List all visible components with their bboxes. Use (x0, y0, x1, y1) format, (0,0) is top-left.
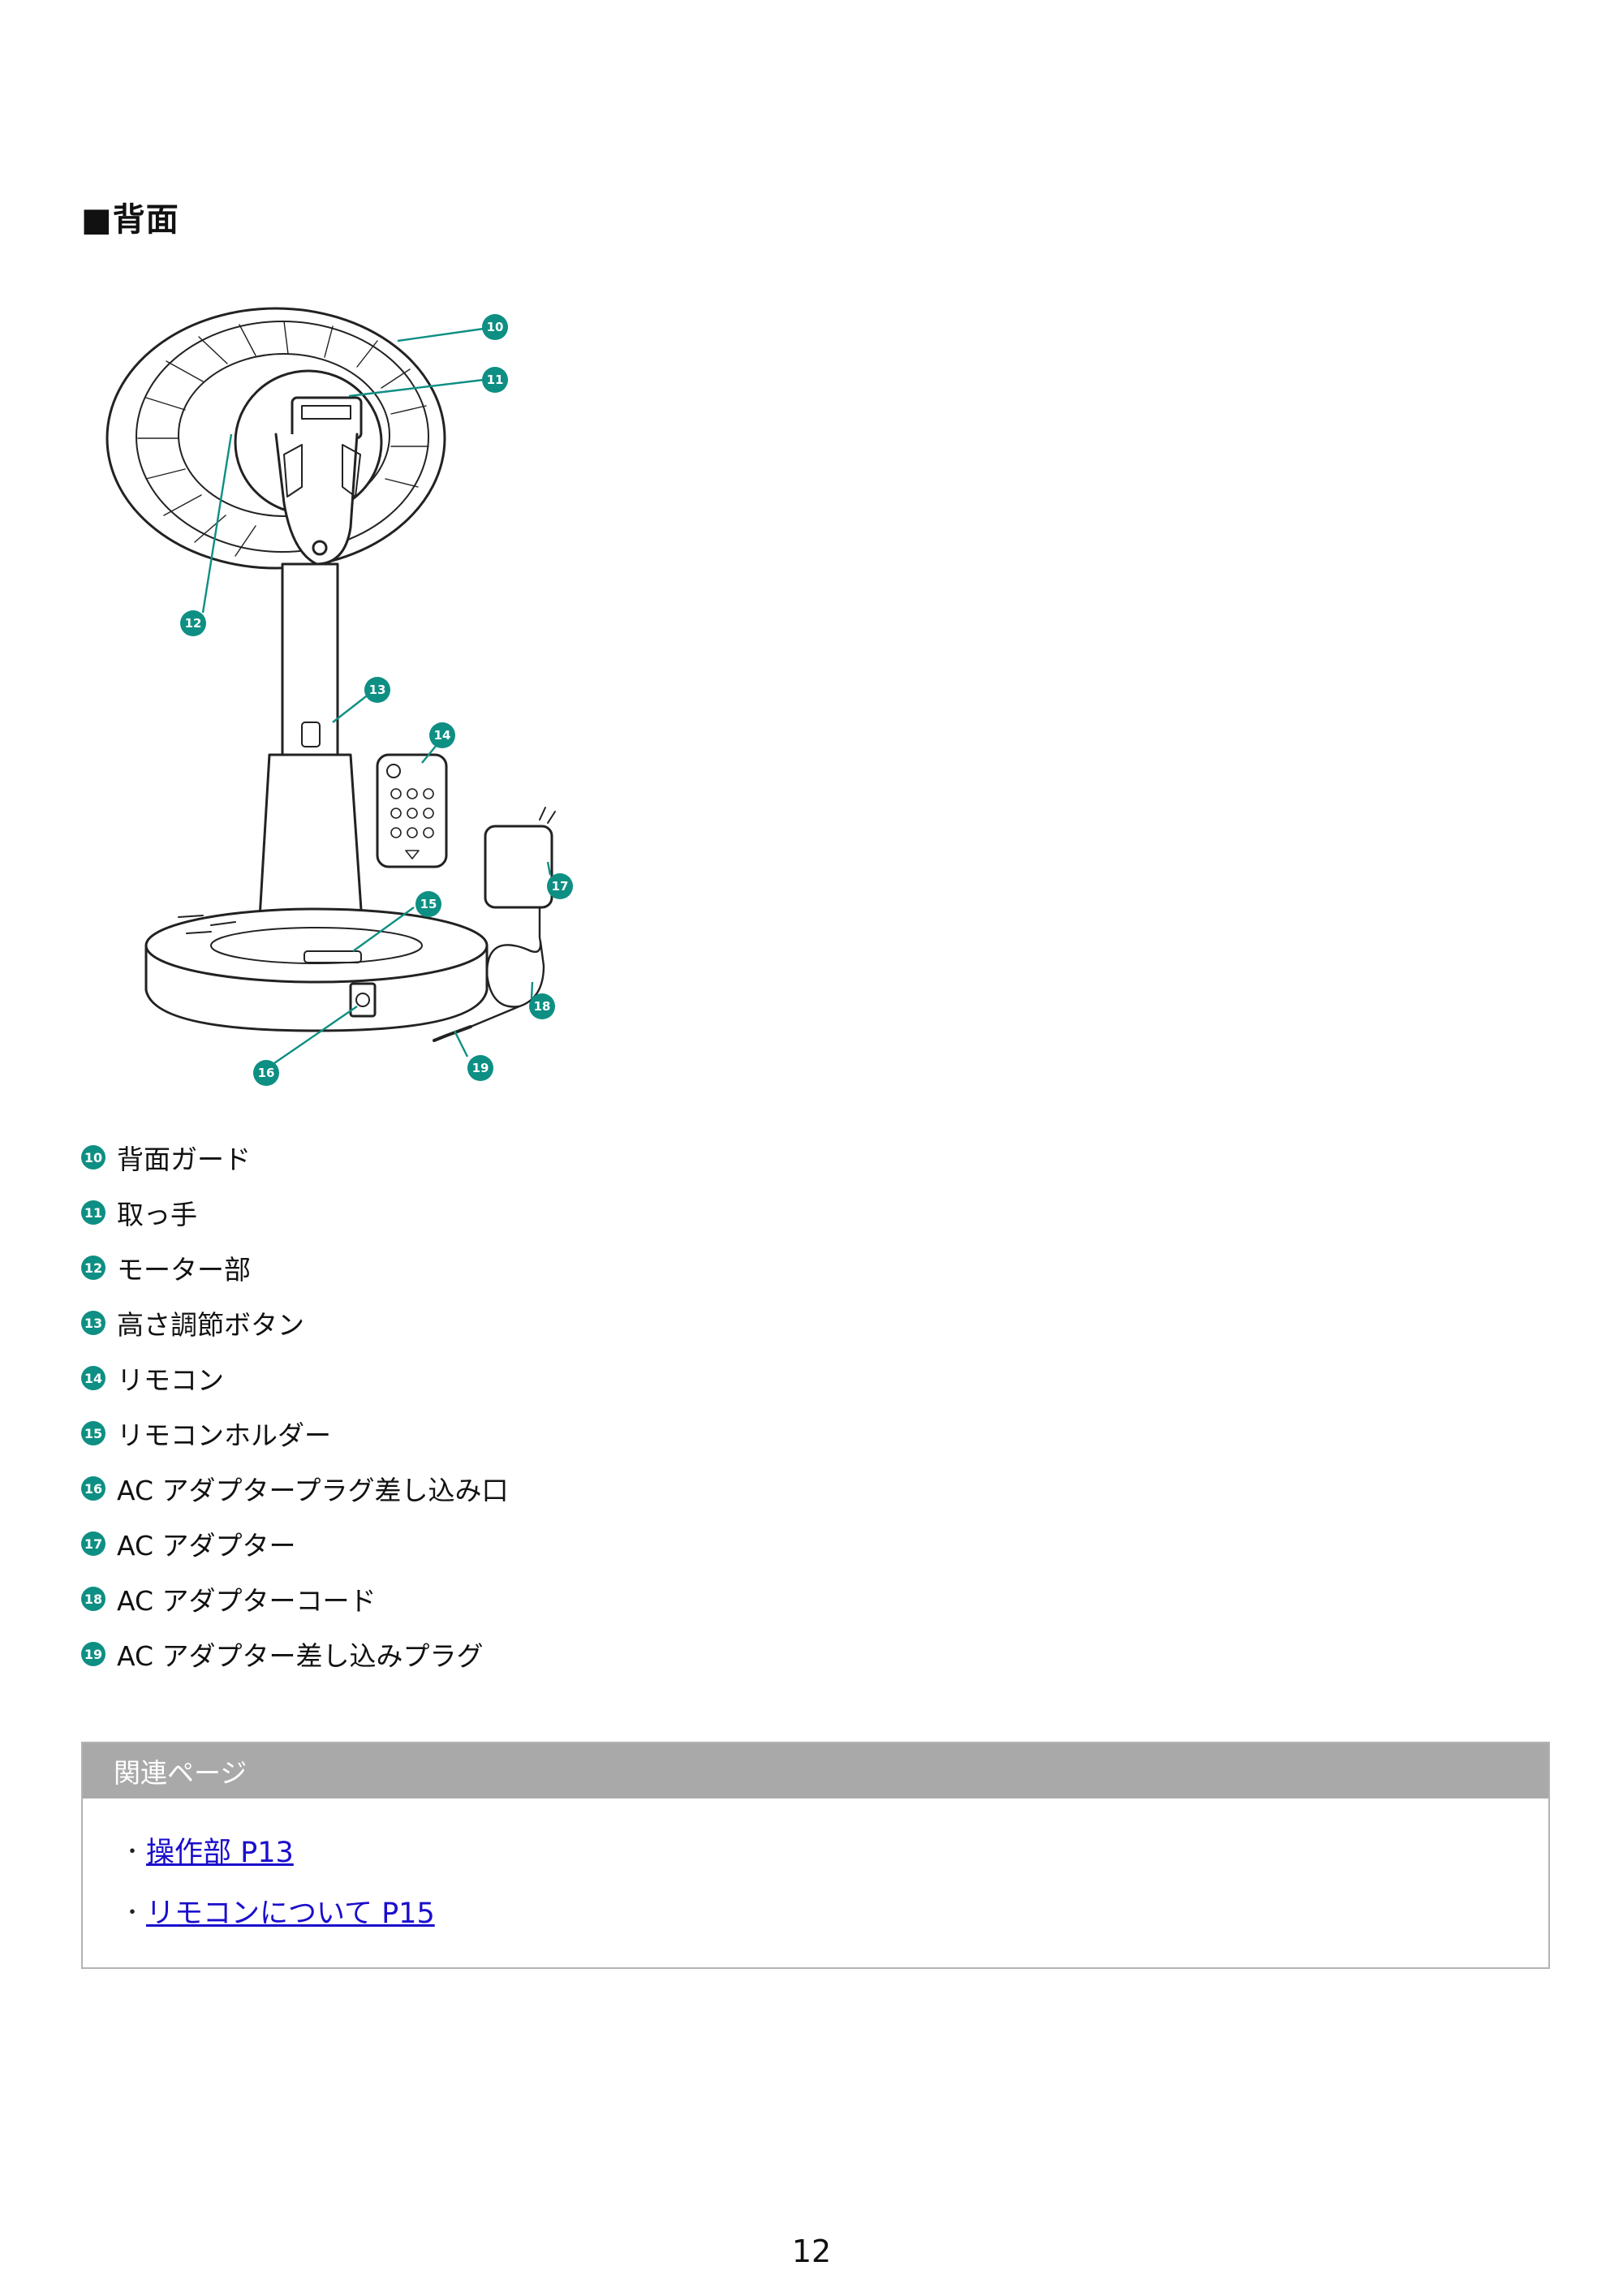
part-label: 取っ手 (117, 1199, 197, 1230)
callout-13: 13 (369, 683, 386, 697)
adapter-plug-port (349, 982, 377, 1018)
callout-11: 11 (487, 373, 504, 387)
part-label: 高さ調節ボタン (117, 1309, 304, 1341)
link-operation-panel[interactable]: 操作部 P13 (146, 1837, 294, 1869)
number-badge: 18 (81, 1587, 105, 1611)
bullet-icon: ・ (122, 1840, 144, 1864)
height-adjust-button (301, 722, 321, 747)
part-label: AC アダプターコード (117, 1585, 377, 1617)
callout-12: 12 (185, 616, 202, 631)
number-badge: 19 (81, 1642, 105, 1666)
list-item: 13 高さ調節ボタン (81, 1295, 509, 1350)
related-pages-box: 関連ページ ・操作部 P13 ・リモコンについて P15 (81, 1742, 1550, 1969)
callout-16: 16 (258, 1066, 275, 1080)
number-badge: 15 (81, 1421, 105, 1445)
ac-adapter (484, 825, 553, 909)
list-item: 19 AC アダプター差し込みプラグ (81, 1626, 509, 1682)
base (144, 944, 489, 1032)
list-item: ・操作部 P13 (122, 1820, 1548, 1880)
number-badge: 16 (81, 1476, 105, 1501)
list-item: 11 取っ手 (81, 1185, 509, 1240)
rear-guard-outline (105, 307, 446, 570)
upper-pole (281, 562, 339, 769)
callout-14: 14 (434, 728, 451, 743)
part-label: AC アダプター (117, 1530, 296, 1562)
part-label: AC アダプタープラグ差し込み口 (117, 1475, 509, 1506)
number-badge: 13 (81, 1311, 105, 1335)
parts-list: 10 背面ガード 11 取っ手 12 モーター部 13 高さ調節ボタン 14 リモコン 1… (81, 1130, 509, 1682)
part-label: 背面ガード (117, 1144, 251, 1175)
number-badge: 11 (81, 1200, 105, 1225)
part-label: AC アダプター差し込みプラグ (117, 1640, 484, 1672)
part-label: モーター部 (117, 1254, 251, 1286)
related-pages-title: 関連ページ (83, 1743, 1548, 1798)
callout-17: 17 (552, 879, 569, 894)
part-label: リモコン (117, 1364, 224, 1396)
number-badge: 12 (81, 1256, 105, 1280)
link-remote-control[interactable]: リモコンについて P15 (146, 1898, 435, 1930)
page-number: 12 (791, 2234, 832, 2269)
adapter-insert-plug (433, 1025, 472, 1042)
related-links-list: ・操作部 P13 ・リモコンについて P15 (83, 1798, 1548, 1941)
part-label: リモコンホルダー (117, 1419, 331, 1451)
list-item: 12 モーター部 (81, 1240, 509, 1295)
number-badge: 17 (81, 1531, 105, 1556)
list-item: 18 AC アダプターコード (81, 1571, 509, 1626)
remote-control (376, 753, 448, 868)
section-heading: ■背面 (81, 201, 179, 239)
list-item: 10 背面ガード (81, 1130, 509, 1185)
callout-18: 18 (534, 999, 551, 1014)
remote-holder (304, 950, 362, 963)
list-item: 14 リモコン (81, 1350, 509, 1406)
bullet-icon: ・ (122, 1901, 144, 1925)
callout-19: 19 (472, 1061, 489, 1075)
number-badge: 14 (81, 1366, 105, 1390)
list-item: 17 AC アダプター (81, 1516, 509, 1571)
number-badge: 10 (81, 1145, 105, 1170)
callout-10: 10 (487, 320, 504, 334)
list-item: ・リモコンについて P15 (122, 1880, 1548, 1941)
list-item: 16 AC アダプタープラグ差し込み口 (81, 1461, 509, 1516)
list-item: 15 リモコンホルダー (81, 1406, 509, 1461)
callout-15: 15 (420, 897, 437, 911)
fan-rear-illustration: 10 11 12 13 14 15 17 18 19 16 (105, 307, 573, 1086)
